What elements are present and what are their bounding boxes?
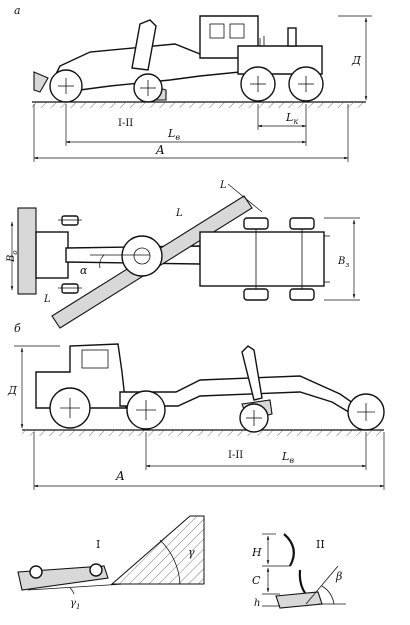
angle-alpha-label: α (80, 264, 88, 277)
plan-rear-wheel-1 (243, 217, 269, 230)
plan-rear-wheel-3 (243, 288, 269, 301)
dim-L-top-label: L (219, 180, 227, 191)
detail-I-title: I (96, 538, 100, 551)
figure-a-side-view: а (14, 4, 372, 162)
c-wheel-2 (126, 390, 166, 430)
panel-label-a: а (14, 4, 21, 17)
dim-Lk-label: Lк (285, 111, 298, 126)
detail-II-cutting-edge (275, 591, 323, 609)
dim-L-mid-label: L (175, 208, 183, 219)
track-label-c: I-II (228, 450, 243, 461)
detail-I-gamma1: γ1 (70, 598, 80, 611)
ground-hatch (32, 102, 366, 108)
plan-rear-wheel-4 (289, 288, 315, 301)
detail-II-beta: β (335, 570, 342, 583)
c-dim-height-label: Д (7, 384, 18, 397)
dim-Bo-label: Bо (6, 250, 19, 263)
c-lift-cylinder (241, 345, 263, 401)
panel-label-b: б (14, 322, 21, 335)
plan-turntable (121, 235, 163, 277)
wheel-front (49, 69, 83, 103)
wheel-rear-1 (240, 66, 276, 102)
dim-Bz-label: Bз (337, 256, 349, 269)
detail-I: I γ γ1 (17, 515, 205, 611)
detail-II-upper-profile (283, 533, 295, 567)
wheel-rear-2 (288, 66, 324, 102)
c-wheel-blade (239, 403, 269, 433)
c-dim-A-label: A (115, 469, 125, 483)
plan-rear-wheel-2 (289, 217, 315, 230)
figure-b-plan-view: α L L L Bо Bз б (6, 180, 360, 335)
track-label-a: I-II (118, 118, 133, 129)
wheel-blade (133, 73, 163, 103)
cab-window-2 (229, 23, 245, 39)
cab-window-1 (209, 23, 225, 39)
detail-II-H: H (251, 546, 262, 559)
dim-Lb-label: Lв (167, 127, 180, 142)
plan-rear-body (199, 231, 325, 287)
c-wheel-1 (49, 387, 91, 429)
detail-I-gamma: γ (188, 546, 195, 559)
detail-II-title: II (316, 538, 325, 551)
c-dim-Lb-label: Lв (281, 450, 294, 465)
c-wheel-front (347, 393, 385, 431)
detail-II-h: h (254, 598, 260, 609)
plan-front-blade (17, 207, 37, 295)
dim-A-label: A (155, 143, 165, 157)
c-cab-window (81, 349, 109, 369)
exhaust-stack (287, 27, 297, 47)
detail-II: II β H C h (251, 533, 346, 609)
figure-c-side-view: Д I-II Lв A (7, 343, 385, 490)
front-dozer-blade (33, 71, 49, 93)
detail-II-C: C (252, 574, 261, 587)
plan-front-axle (35, 231, 69, 279)
dim-height-label: Д (351, 54, 362, 67)
lift-cylinder (131, 19, 157, 71)
dim-L-left-label: L (43, 294, 51, 305)
